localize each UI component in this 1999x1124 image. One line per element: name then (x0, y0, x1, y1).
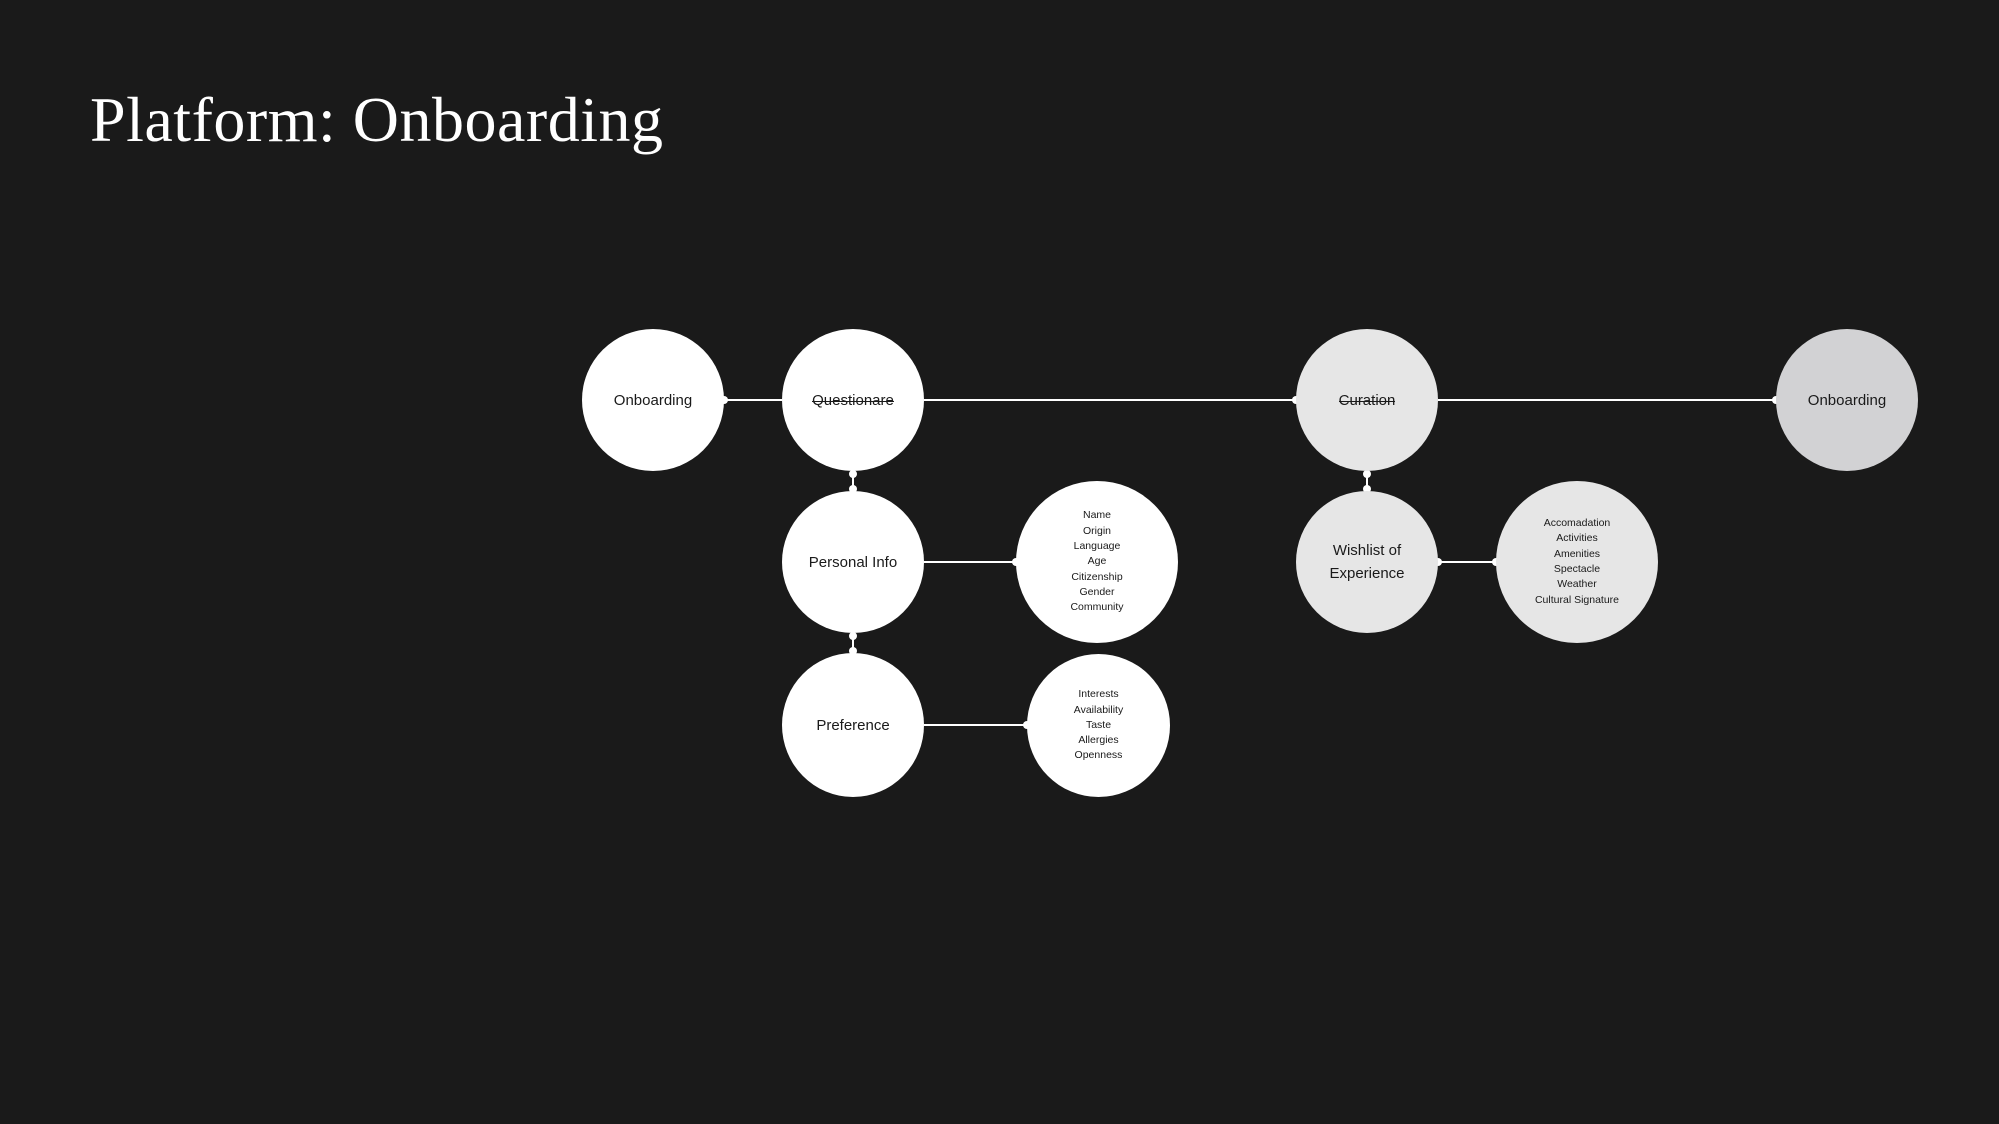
node-preference[interactable]: Preference (782, 653, 924, 797)
list-item: Activities (1556, 532, 1598, 545)
connector-dot (849, 632, 857, 640)
node-personal-info-label: Personal Info (808, 553, 898, 571)
list-item: Language (1073, 540, 1121, 553)
wishlist-details-list: Accomadation Activities Amenities Specta… (1535, 516, 1619, 608)
list-item: Weather (1557, 578, 1597, 591)
list-item: Availability (1073, 703, 1124, 716)
page-title: Platform: Onboarding (90, 84, 664, 155)
list-item: Allergies (1078, 734, 1119, 747)
node-onboarding-end-label: Onboarding (1807, 391, 1887, 409)
list-item: Accomadation (1543, 517, 1611, 530)
list-item: Spectacle (1553, 563, 1601, 575)
personal-info-details-list: Name Origin Language Age Citizenship Gen… (1070, 508, 1123, 615)
node-curation[interactable]: Curation (1296, 329, 1438, 471)
connector-dot (1363, 470, 1371, 478)
node-personal-info-details: Name Origin Language Age Citizenship Gen… (1016, 481, 1178, 643)
node-preference-details: Interests Availability Taste Allergies O… (1027, 654, 1170, 797)
preference-details-list: Interests Availability Taste Allergies O… (1074, 687, 1123, 763)
node-onboarding-end[interactable]: Onboarding (1776, 329, 1918, 471)
connector-dot (849, 470, 857, 478)
list-item: Citizenship (1071, 570, 1123, 583)
node-wishlist-label: Wishlist of Experience (1329, 542, 1405, 582)
node-wishlist[interactable]: Wishlist of Experience (1296, 491, 1438, 633)
list-item: Age (1087, 555, 1107, 568)
list-item: Openness (1074, 749, 1123, 762)
node-wishlist-details: Accomadation Activities Amenities Specta… (1496, 481, 1658, 643)
list-item: Interests (1078, 688, 1119, 701)
list-item: Community (1070, 601, 1124, 614)
node-personal-info[interactable]: Personal Info (782, 491, 924, 633)
list-item: Origin (1082, 524, 1111, 537)
node-questionnaire-label: Questionare (812, 389, 894, 412)
node-questionnaire[interactable]: Questionare (782, 329, 924, 471)
list-item: Cultural Signature (1534, 593, 1620, 606)
node-onboarding-start-label: Onboarding (613, 391, 693, 409)
node-preference-label: Preference (816, 716, 890, 734)
node-curation-label: Curation (1338, 389, 1395, 412)
node-onboarding-start[interactable]: Onboarding (582, 329, 724, 471)
list-item: Amenities (1553, 547, 1601, 560)
list-item: Gender (1079, 585, 1115, 598)
list-item: Taste (1085, 718, 1112, 731)
list-item: Name (1082, 509, 1111, 522)
